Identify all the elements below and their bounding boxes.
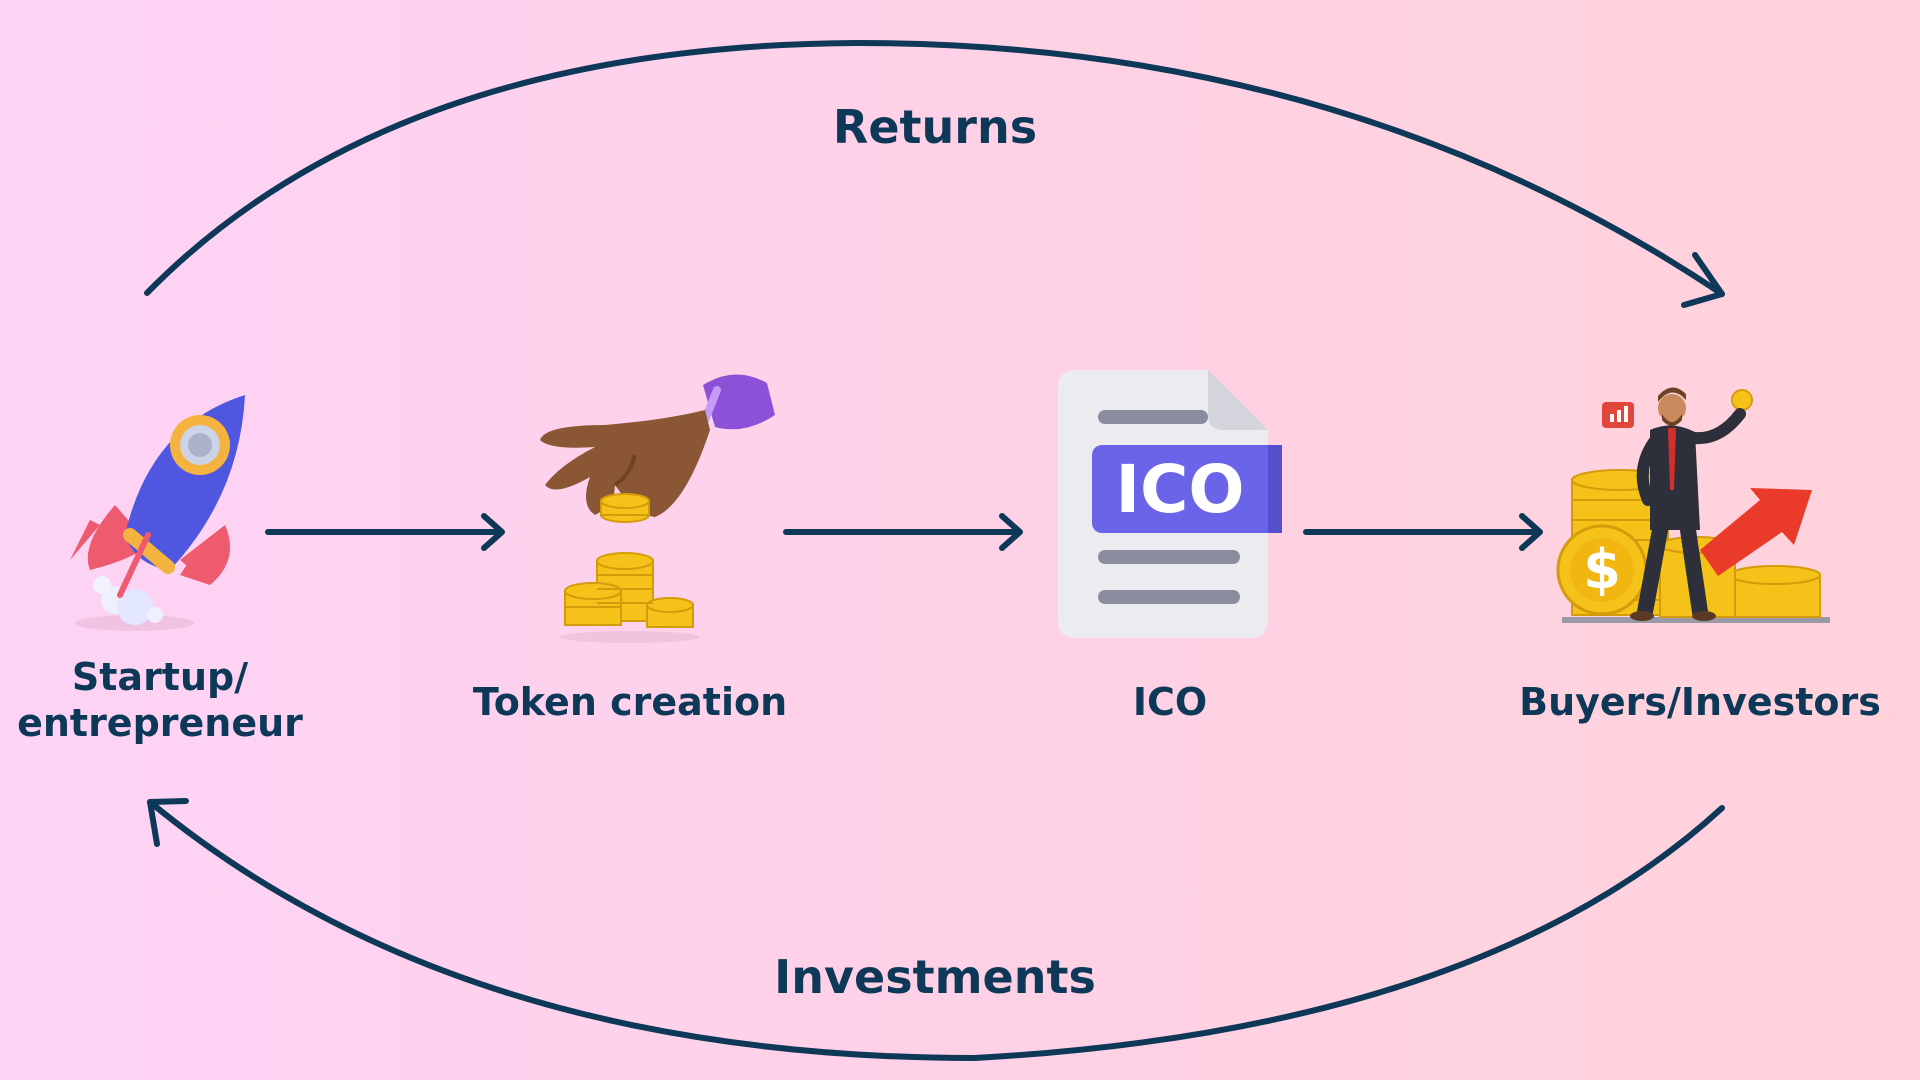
arrowhead-token-to-ico: [999, 513, 1023, 551]
investments-arrowhead: [147, 798, 189, 847]
arrowhead-startup-to-token: [481, 513, 505, 551]
returns-label: Returns: [832, 100, 1038, 154]
investments-label: Investments: [774, 950, 1096, 1004]
arrowhead-ico-to-buyers: [1519, 513, 1543, 551]
investor-coins-icon: $: [1550, 380, 1840, 630]
startup-label-line1: Startup/: [71, 655, 249, 699]
ico-badge-text: ICO: [1115, 451, 1245, 528]
node-label-buyers-investors: Buyers/Investors: [1519, 680, 1881, 724]
node-label-token-creation: Token creation: [472, 680, 788, 724]
startup-label-line2: entrepreneur: [17, 700, 303, 745]
hand-coins-icon: [540, 374, 775, 643]
dollar-symbol: $: [1583, 538, 1621, 601]
node-label-startup: Startup/ entrepreneur: [10, 655, 310, 746]
investments-arc: [147, 799, 1725, 1061]
ico-document-icon: ICO: [1058, 370, 1288, 640]
returns-arrowhead: [1681, 252, 1725, 308]
rocket-icon: [70, 395, 245, 631]
node-label-ico: ICO: [1132, 680, 1208, 724]
returns-arc: [144, 39, 1725, 297]
